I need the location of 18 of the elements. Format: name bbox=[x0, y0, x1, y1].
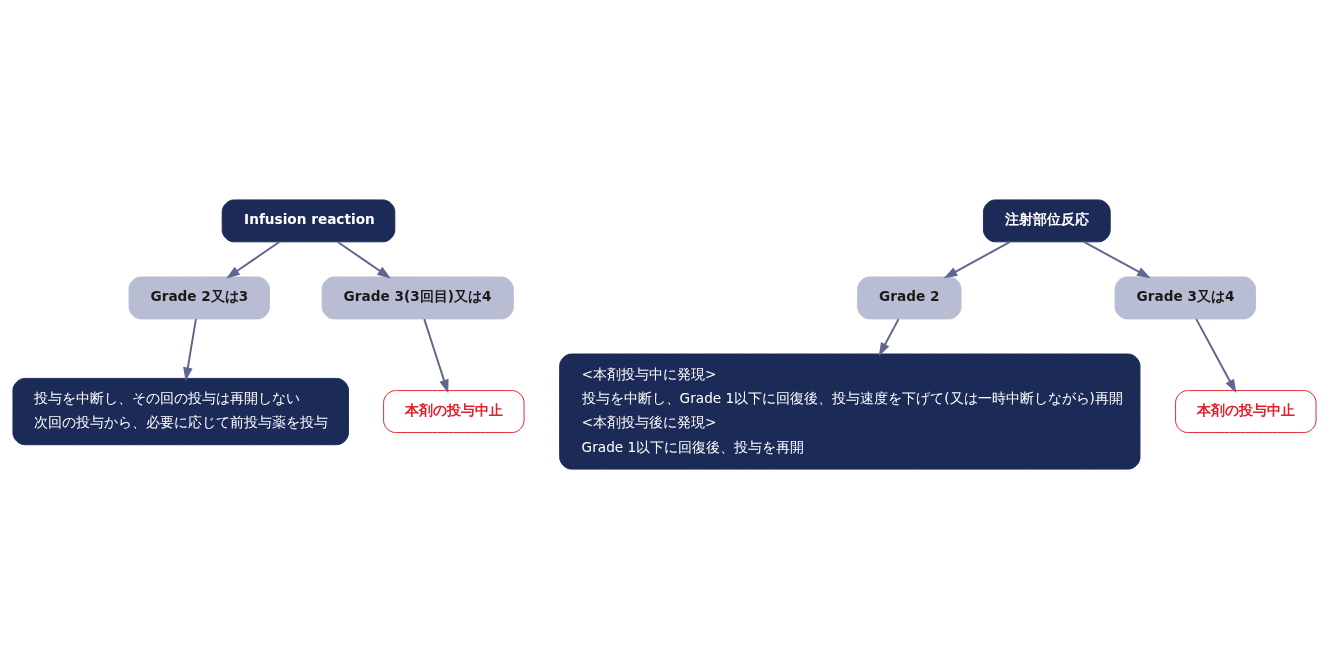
node-box: 投与を中断し、その回の投与は再開しない 次回の投与から、必要に応じて前投与薬を投与 bbox=[12, 377, 349, 445]
node-box: <本剤投与中に発現> 投与を中断し、Grade 1以下に回復後、投与速度を下げて(又は一時中断しながら)再開 <本剤投与後に発現> Grade 1以下に回復後、投与を再開 bbox=[559, 353, 1141, 470]
arrow bbox=[878, 317, 900, 356]
node-box: Grade 3又は4 bbox=[1114, 275, 1257, 319]
node-box: 本剤の投与中止 bbox=[383, 389, 525, 433]
node-box: Grade 2又は3 bbox=[128, 275, 270, 319]
arrow bbox=[1195, 317, 1237, 393]
node-box: 注射部位反応 bbox=[982, 198, 1111, 242]
arrow bbox=[943, 240, 1011, 278]
arrow bbox=[336, 240, 391, 278]
node-box: Grade 3(3回目)又は4 bbox=[321, 275, 514, 319]
arrow bbox=[183, 317, 197, 381]
arrow bbox=[226, 240, 281, 278]
arrow bbox=[1082, 240, 1151, 278]
node-box: Infusion reaction bbox=[221, 198, 396, 242]
node-box: Grade 2 bbox=[857, 275, 962, 319]
node-box: 本剤の投与中止 bbox=[1175, 389, 1317, 433]
arrow bbox=[423, 317, 449, 393]
